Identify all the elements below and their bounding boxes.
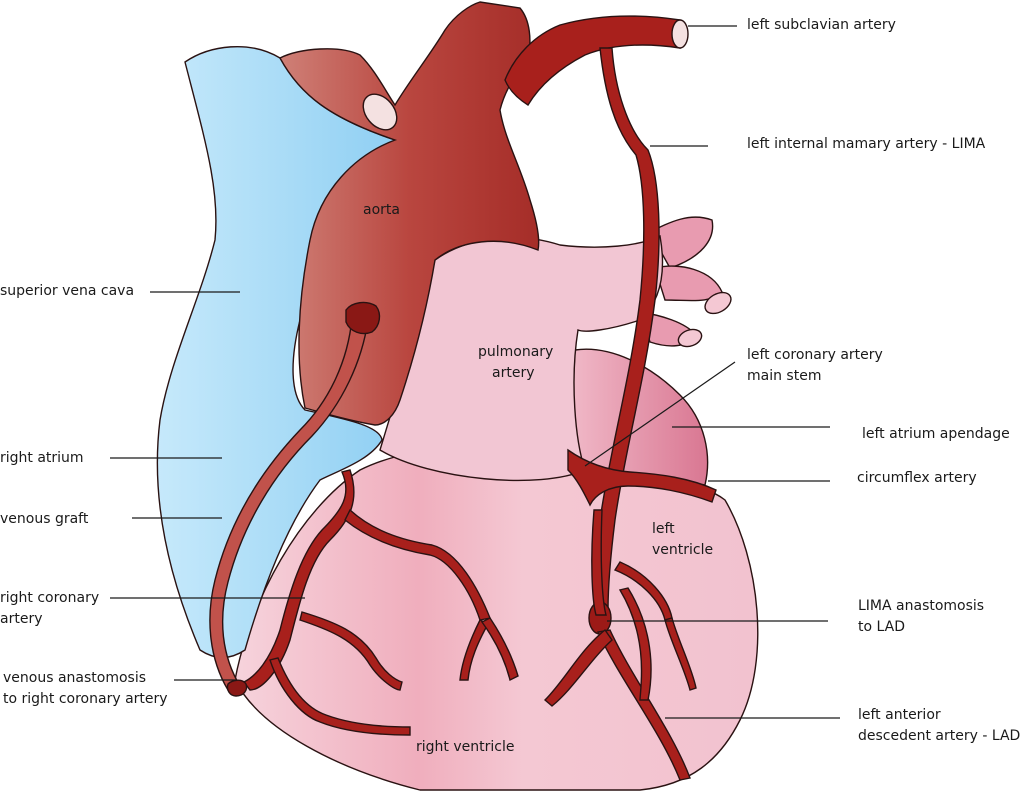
label-right-ventricle: right ventricle xyxy=(416,739,515,755)
pulmonary-artery-shape xyxy=(379,234,664,482)
left-coronary-vessel xyxy=(567,448,717,507)
label-lima-anastomosis-line1: LIMA anastomosis xyxy=(858,598,985,614)
right-coronary-branches xyxy=(242,469,519,736)
lad-upper xyxy=(591,509,607,616)
pulmonary-veins xyxy=(638,216,732,348)
label-left-ventricle-line2: ventricle xyxy=(652,542,714,558)
venous-anastomosis-shape xyxy=(226,679,248,697)
label-left-ventricle-line1: left xyxy=(652,521,675,537)
aorta-branch-opening xyxy=(362,93,398,131)
aorta-shape xyxy=(279,1,540,426)
label-lad-line1: left anterior xyxy=(858,707,941,723)
label-left-subclavian-artery: left subclavian artery xyxy=(747,17,896,33)
label-pulmonary-artery-line1: pulmonary xyxy=(478,344,554,360)
graft-aorta-anastomosis xyxy=(345,301,381,335)
label-aorta: aorta xyxy=(363,202,400,218)
label-right-coronary-line1: right coronary xyxy=(0,590,100,606)
label-pulmonary-artery-line2: artery xyxy=(492,365,535,381)
subclavian-opening xyxy=(671,19,689,49)
aortic-arch-branches xyxy=(504,15,681,106)
lad-branches xyxy=(543,561,697,781)
label-lima-anastomosis-line2: to LAD xyxy=(858,619,905,635)
leader-lines xyxy=(110,25,840,719)
label-lad-line2: descedent artery - LAD xyxy=(858,728,1021,744)
label-venous-anastomosis-line1: venous anastomosis xyxy=(3,670,147,686)
label-right-coronary-line2: artery xyxy=(0,611,43,627)
label-left-coronary-line2: main stem xyxy=(747,368,822,384)
label-lima: left internal mamary artery - LIMA xyxy=(747,136,986,152)
label-circumflex-artery: circumflex artery xyxy=(857,470,977,486)
label-superior-vena-cava: superior vena cava xyxy=(0,283,135,299)
label-right-atrium: right atrium xyxy=(0,450,84,466)
label-left-coronary-line1: left coronary artery xyxy=(747,347,883,363)
label-venous-graft: venous graft xyxy=(0,511,89,527)
label-venous-anastomosis-line2: to right coronary artery xyxy=(3,691,168,707)
label-left-atrium-apendage: left atrium apendage xyxy=(862,426,1010,442)
